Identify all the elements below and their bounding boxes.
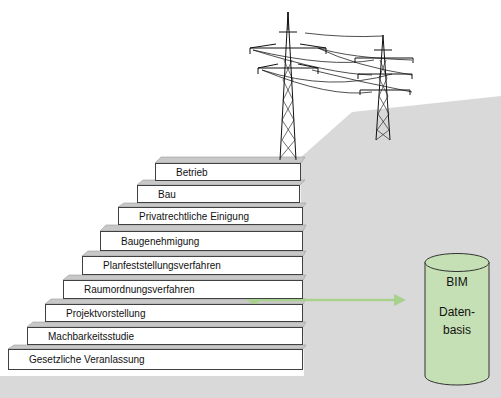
step-label: Bau	[158, 189, 176, 200]
stair-step: Privatrechtliche Einigung	[118, 207, 303, 225]
step-label: Projektvorstellung	[66, 308, 145, 319]
pylon	[355, 35, 413, 140]
step-label: Baugenehmigung	[121, 236, 199, 247]
database-label: Daten- basis	[437, 303, 477, 339]
stair-step: Projektvorstellung	[45, 304, 303, 322]
stair-step: Baugenehmigung	[100, 231, 303, 251]
stair-treads	[8, 157, 306, 349]
stair-step: Bau	[137, 185, 300, 203]
step-label: Machbarkeitsstudie	[48, 331, 134, 342]
step-label: Planfeststellungsverfahren	[103, 260, 221, 271]
database-title: BIM	[424, 275, 490, 289]
step-label: Gesetzliche Veranlassung	[29, 354, 145, 365]
database-cylinder: BIM Daten- basis	[424, 253, 490, 386]
step-label: Raumordnungsverfahren	[84, 284, 195, 295]
step-label: Betrieb	[176, 167, 208, 178]
stair-step: Planfeststellungsverfahren	[82, 256, 303, 275]
road-surface	[0, 96, 501, 398]
pylon	[250, 12, 326, 160]
stair-step: Machbarkeitsstudie	[27, 327, 303, 345]
cylinder-outline	[424, 253, 490, 386]
stair-step: Betrieb	[155, 163, 301, 181]
step-label: Privatrechtliche Einigung	[139, 211, 249, 222]
power-lines	[253, 33, 412, 93]
stair-step: Raumordnungsverfahren	[63, 280, 303, 299]
stair-step: Gesetzliche Veranlassung	[8, 349, 303, 370]
